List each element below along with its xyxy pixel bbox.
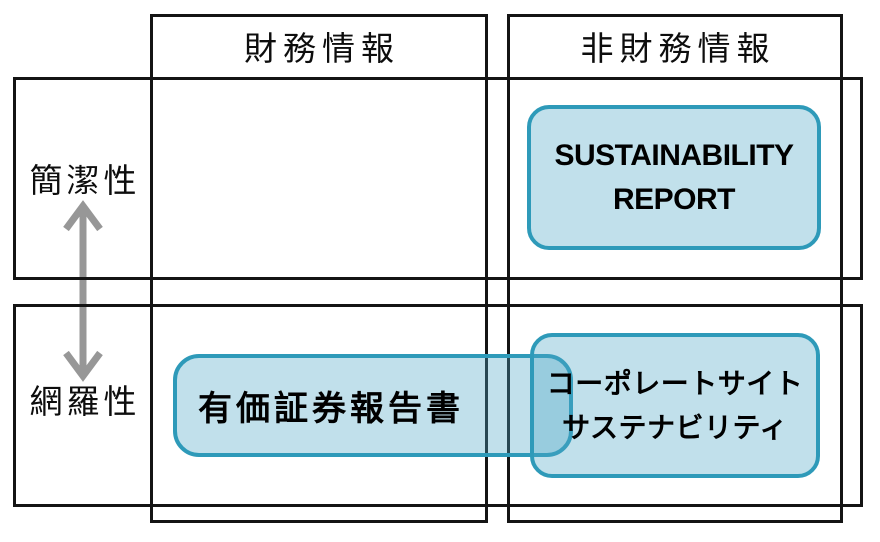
corporate-site-line2: サステナビリティ (562, 411, 788, 443)
row-label-concise: 簡潔性 (13, 150, 153, 206)
vertical-double-arrow-icon (63, 200, 103, 382)
sustainability-report-line1: SUSTAINABILITY (554, 138, 794, 172)
corporate-site-box: コーポレートサイト サステナビリティ (530, 333, 820, 478)
sustainability-report-box: SUSTAINABILITY REPORT (527, 105, 821, 250)
row-box-comprehensive (13, 304, 863, 507)
corporate-site-line1: コーポレートサイト (546, 367, 804, 399)
row-label-concise-text: 簡潔性 (29, 162, 141, 199)
securities-report-box: 有価証券報告書 (173, 354, 573, 457)
column-box-non-financial (507, 14, 843, 523)
securities-report-label: 有価証券報告書 (198, 390, 464, 428)
row-box-concise (13, 77, 863, 280)
column-box-financial (150, 14, 488, 523)
column-header-financial-label: 財務情報 (244, 29, 400, 67)
row-label-comprehensive: 網羅性 (13, 371, 153, 427)
sustainability-report-line2: REPORT (612, 182, 736, 216)
row-label-comprehensive-text: 網羅性 (29, 383, 141, 420)
column-header-financial: 財務情報 (150, 14, 488, 77)
column-header-non-financial-label: 非財務情報 (580, 29, 776, 67)
column-header-non-financial: 非財務情報 (507, 14, 843, 77)
